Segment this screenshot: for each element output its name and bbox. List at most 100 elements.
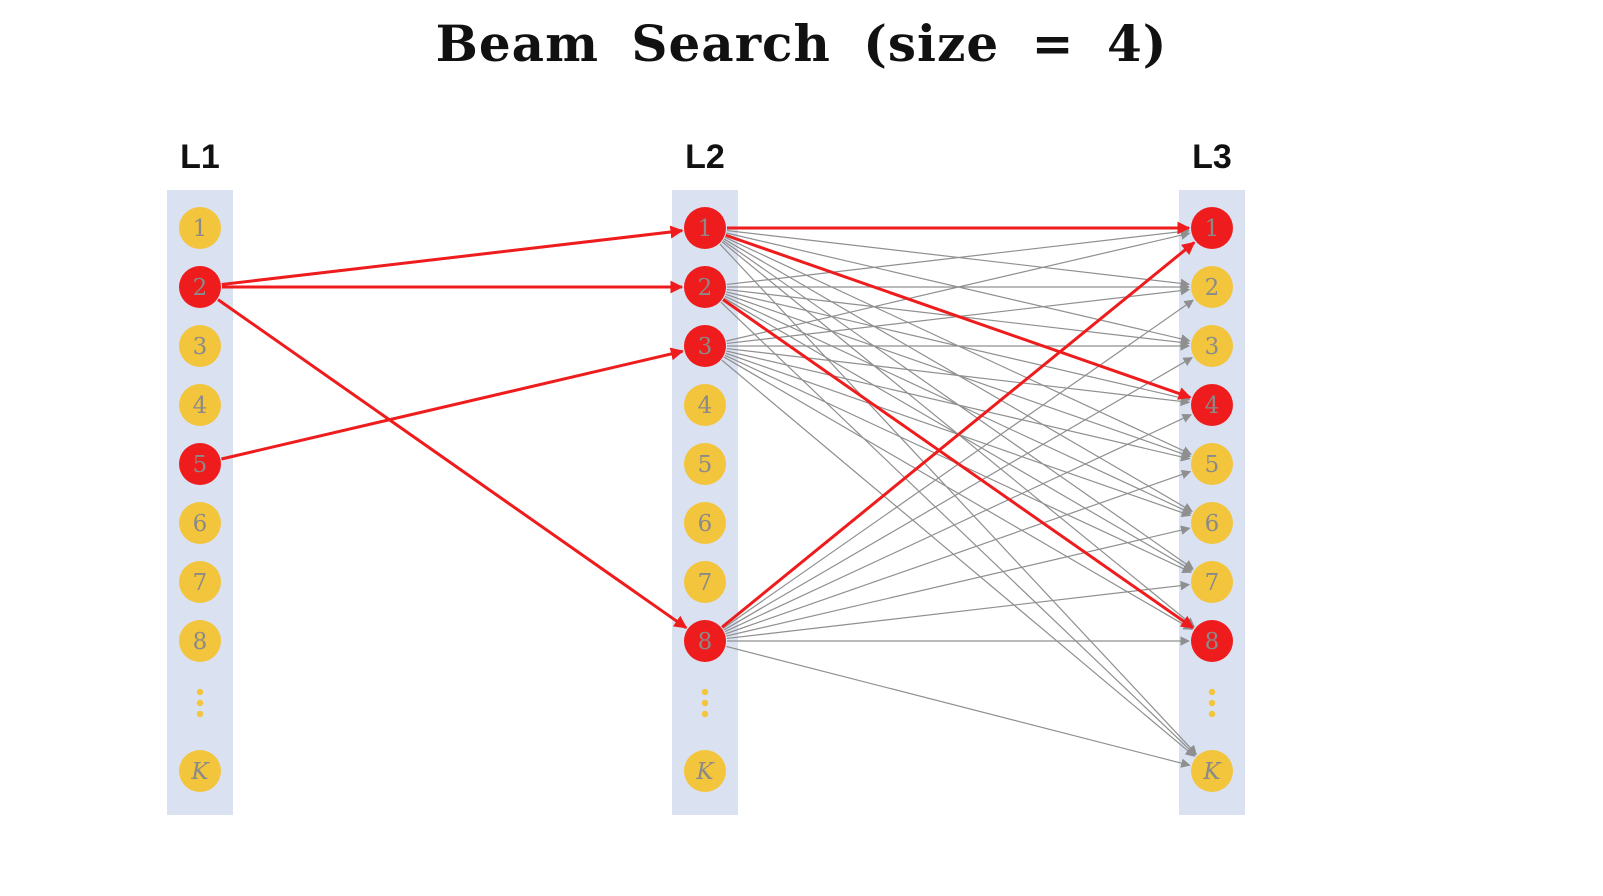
node-label: 6 <box>698 511 713 537</box>
node-L2-4: 4 <box>684 384 726 426</box>
node-circle <box>684 620 726 662</box>
node-circle <box>179 750 221 792</box>
node-circle <box>684 384 726 426</box>
node-label: 7 <box>193 570 208 596</box>
ellipsis-dot <box>196 699 204 707</box>
candidate-edge-L2-8-to-L3-4 <box>724 414 1193 633</box>
node-L1-ellipsis <box>196 688 204 718</box>
node-circle <box>179 384 221 426</box>
node-label: 4 <box>698 393 713 419</box>
node-label: 2 <box>193 275 208 301</box>
selected-edge-L1-5-to-L2-3 <box>221 347 684 461</box>
node-L3-7: 7 <box>1191 561 1233 603</box>
node-label: 1 <box>193 216 208 242</box>
column-label-L2: L2 <box>685 138 725 176</box>
node-L3-4: 4 <box>1191 384 1233 426</box>
node-circle <box>1191 266 1233 308</box>
node-L2-K: K <box>684 750 726 792</box>
ellipsis-dot <box>1208 699 1216 707</box>
node-L1-2: 2 <box>179 266 221 308</box>
node-circle <box>684 750 726 792</box>
node-circle <box>1191 502 1233 544</box>
ellipsis-dot <box>196 688 204 696</box>
node-L1-8: 8 <box>179 620 221 662</box>
node-label: 8 <box>193 629 208 655</box>
selected-edge-L1-2-to-L2-1 <box>221 225 684 286</box>
column-label-L3: L3 <box>1192 138 1232 176</box>
node-circle <box>1191 443 1233 485</box>
ellipsis-dot <box>701 710 709 718</box>
node-circle <box>1191 384 1233 426</box>
candidate-edge-L2-3-to-L3-1 <box>726 230 1191 342</box>
node-label: K <box>695 759 715 785</box>
candidate-edge-L2-3-to-L3-4 <box>726 347 1191 407</box>
candidate-edge-L2-8-to-L3-3 <box>723 357 1193 631</box>
node-label: 8 <box>698 629 713 655</box>
candidate-edge-L2-1-to-L3-K <box>719 243 1197 755</box>
node-L3-8: 8 <box>1191 620 1233 662</box>
candidate-edge-L2-8-to-L3-5 <box>725 469 1192 635</box>
node-L2-5: 5 <box>684 443 726 485</box>
node-L1-4: 4 <box>179 384 221 426</box>
node-circle <box>179 502 221 544</box>
node-label: 4 <box>1205 393 1220 419</box>
node-circle <box>684 266 726 308</box>
node-circle <box>684 502 726 544</box>
ellipsis-dot <box>1208 710 1216 718</box>
node-L1-3: 3 <box>179 325 221 367</box>
selected-edge-L2-2-to-L3-8 <box>722 298 1195 630</box>
node-label: 5 <box>698 452 713 478</box>
node-label: 2 <box>698 275 713 301</box>
diagram-title: Beam Search (size = 4) <box>435 14 1168 73</box>
node-circle <box>1191 325 1233 367</box>
selected-edge-L2-8-to-L3-1 <box>721 241 1196 629</box>
node-label: 2 <box>1205 275 1220 301</box>
node-label: 1 <box>698 216 713 242</box>
node-circle <box>179 443 221 485</box>
ellipsis-dot <box>701 699 709 707</box>
node-label: 5 <box>1205 452 1220 478</box>
column-label-L1: L1 <box>180 138 220 176</box>
node-label: 7 <box>698 570 713 596</box>
node-L2-2: 2 <box>684 266 726 308</box>
ellipsis-dot <box>701 688 709 696</box>
ellipsis-dot <box>196 710 204 718</box>
candidate-edge-L2-8-to-L3-6 <box>726 525 1191 637</box>
node-L2-1: 1 <box>684 207 726 249</box>
candidate-edge-L2-3-to-L3-K <box>721 359 1196 757</box>
ellipsis-dot <box>1208 688 1216 696</box>
node-label: 4 <box>193 393 208 419</box>
candidate-edge-L2-8-to-L3-K <box>726 645 1191 768</box>
node-label: 8 <box>1205 629 1220 655</box>
node-circle <box>1191 750 1233 792</box>
node-label: 3 <box>193 334 208 360</box>
node-label: 1 <box>1205 216 1220 242</box>
node-circle <box>179 266 221 308</box>
node-circle <box>1191 207 1233 249</box>
node-L1-6: 6 <box>179 502 221 544</box>
node-L1-1: 1 <box>179 207 221 249</box>
node-label: 3 <box>698 334 713 360</box>
candidate-edge-L2-2-to-L3-1 <box>726 226 1191 286</box>
node-circle <box>179 561 221 603</box>
node-L3-6: 6 <box>1191 502 1233 544</box>
node-L2-6: 6 <box>684 502 726 544</box>
node-circle <box>179 207 221 249</box>
node-label: K <box>1202 759 1222 785</box>
node-L2-7: 7 <box>684 561 726 603</box>
node-L3-2: 2 <box>1191 266 1233 308</box>
node-circle <box>684 443 726 485</box>
node-circle <box>1191 561 1233 603</box>
node-L3-5: 5 <box>1191 443 1233 485</box>
node-circle <box>179 620 221 662</box>
selected-edge-L1-2-to-L2-8 <box>217 298 688 630</box>
node-L2-8: 8 <box>684 620 726 662</box>
node-L3-ellipsis <box>1208 688 1216 718</box>
node-L1-7: 7 <box>179 561 221 603</box>
node-L3-K: K <box>1191 750 1233 792</box>
candidate-edge-L2-2-to-L3-K <box>720 301 1197 756</box>
candidate-edge-L2-8-to-L3-7 <box>726 580 1191 640</box>
node-circle <box>684 325 726 367</box>
node-label: 7 <box>1205 570 1220 596</box>
